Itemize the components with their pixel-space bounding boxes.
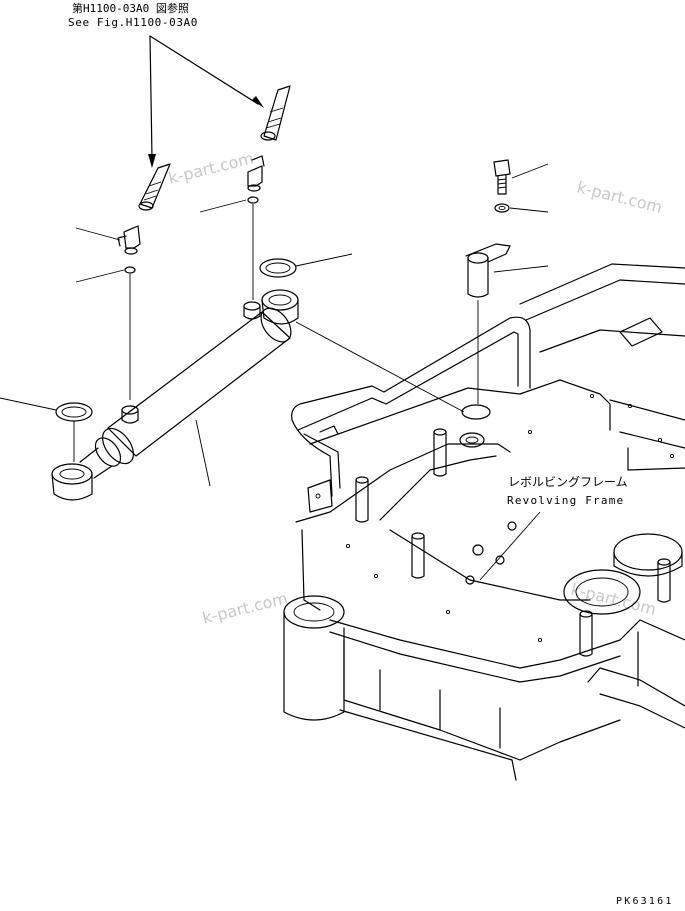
elbow-fitting-lower — [117, 225, 141, 255]
watermark-2: k-part.com — [575, 177, 664, 217]
leader-line — [75, 269, 125, 283]
bolt — [493, 159, 549, 195]
reference-arrow-right — [149, 35, 259, 105]
reference-arrow-left — [149, 35, 153, 159]
reference-note-japanese: 第H1100-03A0 図参照 — [72, 1, 189, 15]
frame-label-english: Revolving Frame — [507, 494, 624, 507]
elbow-fitting-upper — [247, 155, 265, 192]
frame-label-japanese: レボルビングフレーム — [508, 475, 628, 489]
o-ring-large-top — [259, 253, 353, 278]
washer — [494, 203, 549, 213]
figure-code: PK63161 — [616, 896, 674, 906]
hydraulic-cylinder — [51, 289, 299, 501]
reference-callout: 第H1100-03A0 図参照 See Fig.H1100-03A0 — [68, 1, 264, 168]
o-ring-small-upper — [247, 196, 259, 204]
arrow-head — [252, 96, 264, 108]
o-ring-large-left — [55, 402, 93, 462]
leader-line — [295, 321, 465, 413]
watermark-3: k-part.com — [200, 588, 289, 628]
frame-label: レボルビングフレーム Revolving Frame — [507, 475, 628, 507]
leader-line — [199, 199, 247, 213]
hose-fitting-right — [260, 85, 291, 141]
revolving-frame — [283, 263, 685, 781]
leader-line — [0, 397, 57, 411]
leader-line — [479, 511, 541, 581]
o-ring-small-lower — [124, 266, 136, 274]
leader-line — [75, 227, 121, 241]
hose-fitting-left — [138, 163, 171, 211]
arrow-head — [148, 154, 156, 168]
reference-note-english: See Fig.H1100-03A0 — [68, 16, 198, 29]
watermark-1: k-part.com — [166, 148, 255, 188]
pin-with-plate — [465, 243, 549, 404]
leader-line — [195, 419, 211, 487]
